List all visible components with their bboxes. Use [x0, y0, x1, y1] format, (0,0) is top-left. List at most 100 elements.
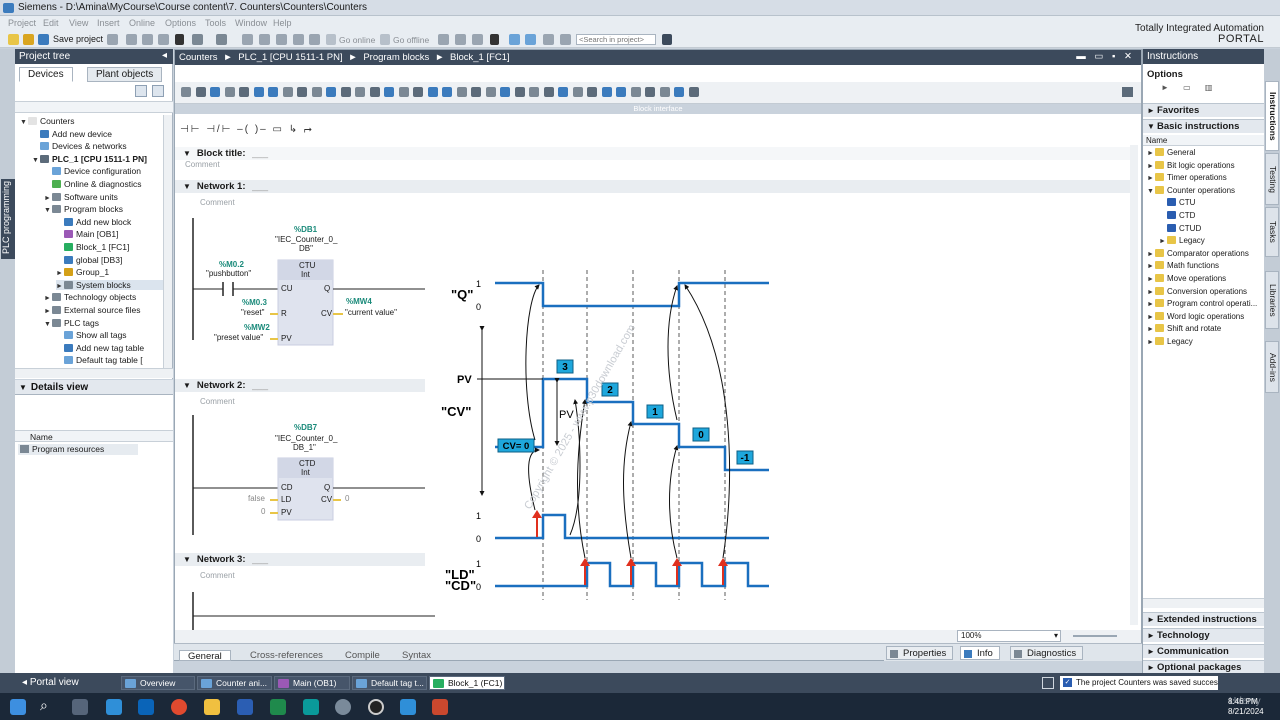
chevron-right-icon[interactable]: ►: [1147, 301, 1154, 309]
editor-tool-icon[interactable]: [282, 87, 293, 97]
cross-reference-icon[interactable]: [455, 34, 466, 45]
tree-item[interactable]: Device configuration: [44, 166, 141, 176]
tab-compile[interactable]: Compile: [345, 650, 380, 661]
block-title-value[interactable]: ___: [252, 148, 268, 159]
tab-cross-references[interactable]: Cross-references: [250, 650, 323, 661]
menu-online[interactable]: Online: [129, 18, 156, 28]
instruction-item[interactable]: CTD: [1159, 211, 1195, 220]
editor-tool-icon[interactable]: [616, 87, 626, 97]
editor-tool-icon[interactable]: [224, 87, 235, 97]
chevron-right-icon[interactable]: ►: [1147, 288, 1154, 296]
editor-tool-icon[interactable]: [311, 87, 322, 97]
chevron-right-icon[interactable]: ►: [1147, 339, 1154, 346]
instruction-item[interactable]: CTU: [1159, 198, 1195, 207]
go-offline-button[interactable]: Go offline: [393, 35, 430, 45]
chevron-right-icon[interactable]: ►: [1147, 150, 1154, 157]
details-view-header[interactable]: ▼Details view: [15, 380, 173, 395]
chevron-down-icon[interactable]: ▼: [20, 119, 27, 126]
powerpoint-icon[interactable]: [432, 699, 448, 715]
instruction-item[interactable]: ►Conversion operations: [1147, 286, 1247, 296]
ctu-datatype[interactable]: Int: [301, 270, 310, 279]
editor-tool-icon[interactable]: [427, 87, 438, 97]
cut-icon[interactable]: [126, 34, 137, 45]
editor-tool-icon[interactable]: [601, 87, 612, 97]
accessible-devices-icon[interactable]: [438, 34, 449, 45]
tab-info[interactable]: Info: [960, 646, 1000, 660]
instruction-item[interactable]: ►Shift and rotate: [1147, 324, 1221, 333]
tree-item[interactable]: Block_1 [FC1]: [56, 242, 129, 252]
instruction-item[interactable]: ▼Counter operations: [1147, 185, 1235, 195]
editor-tool-icon[interactable]: [210, 87, 220, 97]
excel-icon[interactable]: [270, 699, 286, 715]
windows-start-icon[interactable]: [10, 699, 26, 715]
redo-icon[interactable]: [216, 34, 227, 45]
compile-icon[interactable]: [242, 34, 253, 45]
editor-tab[interactable]: Default tag t...: [352, 676, 427, 690]
breadcrumb-block[interactable]: Block_1 [FC1]: [450, 52, 510, 63]
download-icon[interactable]: [259, 34, 270, 45]
instruction-item[interactable]: ►Legacy: [1147, 337, 1193, 346]
editor-tool-icon[interactable]: [630, 87, 641, 97]
split-vertical-icon[interactable]: [525, 34, 536, 45]
db1-name-line2[interactable]: DB": [299, 244, 313, 253]
chevron-down-icon[interactable]: ▼: [44, 320, 51, 328]
open-project-icon[interactable]: [23, 34, 34, 45]
menu-project[interactable]: Project: [8, 18, 37, 28]
vtab-testing[interactable]: Testing: [1265, 153, 1279, 205]
editor-tool-icon[interactable]: [456, 87, 467, 97]
menu-help[interactable]: Help: [273, 18, 292, 28]
favorites-section[interactable]: ►Favorites: [1143, 103, 1265, 117]
tab-properties[interactable]: Properties: [886, 646, 954, 660]
editor-tool-icon[interactable]: [645, 87, 655, 97]
program-resources-row[interactable]: Program resources: [18, 444, 138, 455]
network-1-bar[interactable]: ▼Network 1: ___: [175, 180, 1130, 193]
communication-section[interactable]: ►Communication: [1143, 644, 1265, 658]
instructions-hscrollbar[interactable]: [1143, 598, 1265, 608]
options-icons[interactable]: ► ▭ ▥: [1161, 83, 1219, 92]
technology-section[interactable]: ►Technology: [1143, 628, 1265, 642]
tree-item[interactable]: Default tag table [: [56, 355, 143, 365]
ctd-datatype[interactable]: Int: [301, 468, 310, 477]
chevron-right-icon[interactable]: ►: [56, 282, 63, 290]
tree-item[interactable]: Show all tags: [56, 330, 127, 340]
device-icon[interactable]: [309, 34, 320, 45]
breadcrumb-plc[interactable]: PLC_1 [CPU 1511-1 PN]: [238, 52, 343, 63]
window-icon[interactable]: [543, 34, 554, 45]
editor-tool-icon[interactable]: [659, 87, 670, 97]
instruction-item[interactable]: ►Move operations: [1147, 274, 1226, 283]
chevron-down-icon[interactable]: ▼: [44, 207, 51, 215]
tab-devices[interactable]: Devices: [19, 67, 73, 82]
editor-tool-icon[interactable]: [514, 87, 525, 97]
outlook-icon[interactable]: [138, 699, 154, 715]
network-1-comment[interactable]: Comment: [200, 198, 235, 207]
editor-tool-icon[interactable]: [471, 87, 481, 97]
copy-icon[interactable]: [142, 34, 153, 45]
search-binoculars-icon[interactable]: [662, 34, 672, 45]
tree-item[interactable]: ▼Counters: [20, 116, 75, 126]
editor-tool-icon[interactable]: [442, 87, 452, 97]
save-icon[interactable]: [38, 34, 49, 45]
portal-view-button[interactable]: ◂ Portal view: [22, 677, 79, 688]
window-controls-icon[interactable]: ▬ ▭ ▪ ✕: [1076, 51, 1135, 62]
network-1-title[interactable]: ___: [252, 181, 268, 192]
tree-settings-icon[interactable]: [152, 85, 164, 97]
network-2-title[interactable]: ___: [252, 380, 268, 391]
monitor-icon[interactable]: [472, 34, 483, 45]
current-value-name[interactable]: "current value": [345, 308, 397, 317]
chevron-right-icon[interactable]: ►: [1147, 175, 1154, 183]
tree-item[interactable]: ►System blocks: [56, 279, 163, 290]
editor-tab[interactable]: Counter ani...: [197, 676, 272, 690]
vtab-tasks[interactable]: Tasks: [1265, 207, 1279, 257]
chevron-right-icon[interactable]: ►: [1147, 250, 1154, 258]
upload-icon[interactable]: [276, 34, 287, 45]
delete-icon[interactable]: [175, 34, 184, 45]
undo-icon[interactable]: [192, 34, 203, 45]
instruction-item[interactable]: ►Timer operations: [1147, 173, 1227, 182]
menu-insert[interactable]: Insert: [97, 18, 120, 28]
tree-item[interactable]: Devices & networks: [32, 141, 127, 151]
go-offline-icon[interactable]: [380, 34, 390, 45]
tree-scrollbar[interactable]: [163, 115, 172, 368]
editor-tool-icon[interactable]: [543, 87, 554, 97]
task-view-icon[interactable]: [72, 699, 88, 715]
message-list-icon[interactable]: [1042, 677, 1054, 689]
